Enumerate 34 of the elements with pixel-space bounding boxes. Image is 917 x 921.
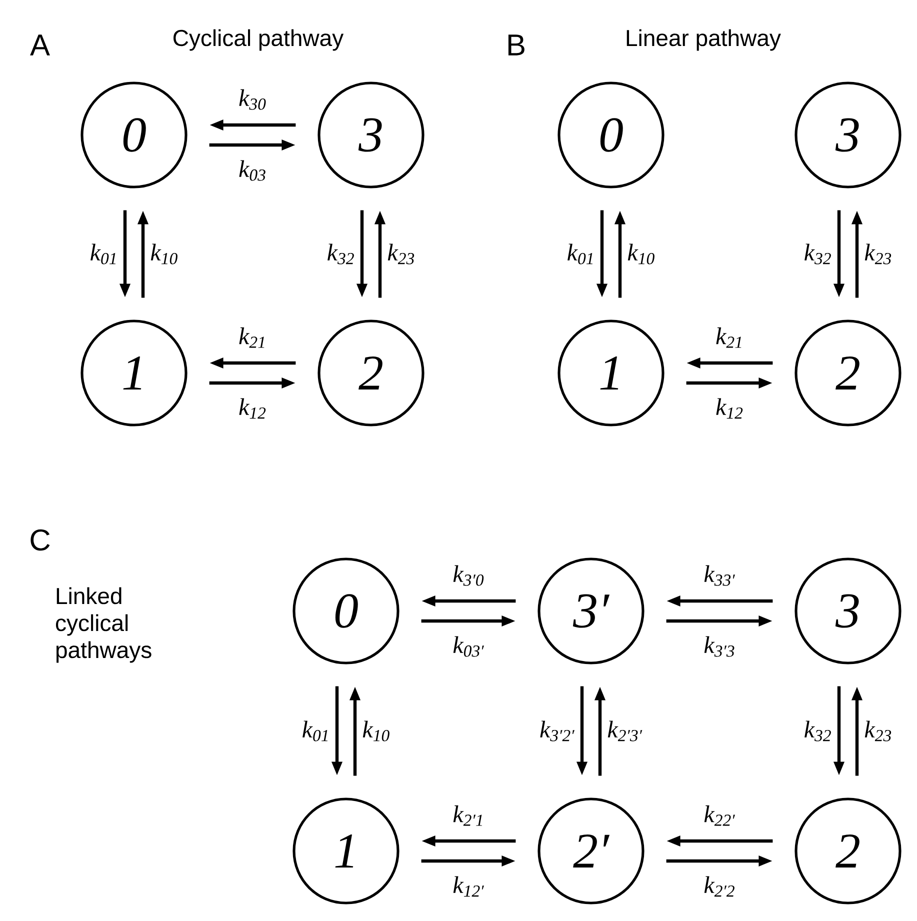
rate-constant: k$_{33′}$ [704, 565, 735, 586]
rate-constant: k$_{10}$ [362, 720, 390, 742]
rate-constant: k$_{22′}$ [704, 805, 735, 826]
rate-constant: k$_{10}$ [150, 244, 178, 264]
rate-constant: k$_{03}$ [239, 160, 266, 181]
rate-constant: k$_{03′}$ [453, 636, 484, 657]
rate-constant: k$_{32}$ [328, 244, 354, 264]
rate-constant: k$_{32}$ [804, 720, 831, 742]
rate-constant: k$_{3′0}$ [453, 565, 484, 586]
rate-constant: k$_{32}$ [804, 244, 831, 264]
rate-constant: k$_{12}$ [716, 398, 743, 419]
rate-constant: k$_{2′1}$ [453, 805, 482, 826]
rate-constant: k$_{21}$ [716, 327, 742, 348]
rate-constant: k$_{3′3}$ [704, 636, 734, 657]
rate-constant: k$_{3′2′}$ [540, 720, 574, 742]
panel-title: Linear pathway [626, 29, 781, 51]
panel-letter: C [30, 529, 50, 551]
rate-constant: k$_{10}$ [628, 244, 654, 264]
rate-constant: k$_{30}$ [239, 89, 266, 110]
rate-constant: k$_{2′2}$ [704, 876, 734, 897]
rate-constant: k$_{23}$ [388, 244, 414, 264]
panel-letter: A [30, 34, 50, 56]
panel-title: Linked cyclical pathways [56, 587, 152, 663]
rate-constant: k$_{01}$ [302, 720, 328, 742]
rate-constant: k$_{12′}$ [453, 876, 484, 897]
rate-constant: k$_{01}$ [90, 244, 116, 264]
rate-constant: k$_{23}$ [864, 720, 892, 742]
rate-constant: k$_{21}$ [239, 327, 264, 348]
panel-title: Cyclical pathway [174, 29, 344, 51]
rate-constant: k$_{12}$ [239, 398, 266, 419]
rate-constant: k$_{2′3′}$ [608, 720, 642, 742]
panel-letter: B [508, 34, 524, 56]
rate-constant: k$_{01}$ [568, 244, 592, 264]
rate-constant: k$_{23}$ [864, 244, 892, 264]
